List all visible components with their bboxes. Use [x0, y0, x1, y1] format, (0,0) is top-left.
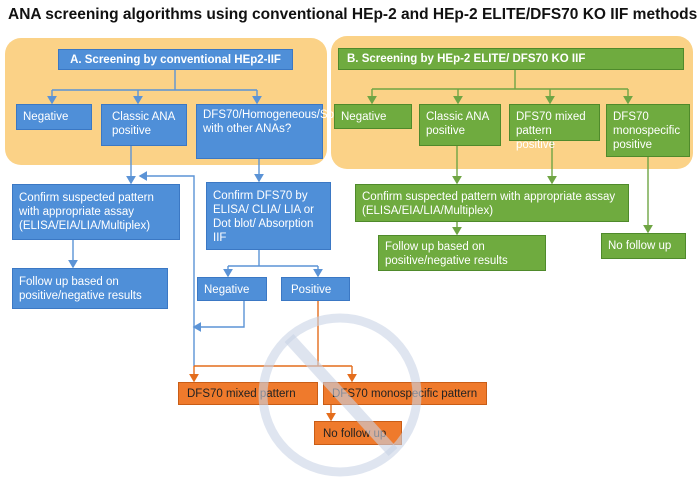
bottom-dfs70-mixed-pattern: DFS70 mixed pattern	[178, 382, 318, 405]
panel-a-sub-negative: Negative	[197, 277, 267, 301]
panel-b-no-follow-up: No follow up	[601, 233, 686, 259]
panel-a-confirm-pattern: Confirm suspected pattern with appropria…	[12, 184, 180, 240]
panel-b-confirm-pattern: Confirm suspected pattern with appropria…	[355, 184, 629, 222]
panel-b-classic-ana: Classic ANA positive	[419, 104, 501, 146]
bottom-no-follow-up: No follow up	[314, 421, 402, 445]
panel-b-follow-up: Follow up based on positive/negative res…	[378, 235, 546, 271]
edge-a-sub-negative-loop	[192, 301, 245, 332]
panel-b-dfs70-mono: DFS70 monospecific positive	[606, 104, 690, 157]
page-title: ANA screening algorithms using conventio…	[8, 6, 698, 23]
panel-a-header: A. Screening by conventional HEp2-IIF	[58, 49, 293, 70]
panel-b-negative: Negative	[334, 104, 412, 129]
panel-a-negative: Negative	[16, 104, 92, 130]
panel-a-dfs70-question: DFS70/Homogeneous/Speckled/Mixed with ot…	[196, 104, 401, 159]
panel-a-follow-up: Follow up based on positive/negative res…	[12, 268, 168, 309]
edge-a-loop-back	[138, 171, 195, 366]
panel-b-header: B. Screening by HEp-2 ELITE/ DFS70 KO II…	[338, 48, 684, 70]
panel-a-classic-ana: Classic ANA positive	[101, 104, 187, 146]
panel-a-confirm-dfs70: Confirm DFS70 by ELISA/ CLIA/ LIA or Dot…	[206, 182, 331, 250]
panel-a-sub-positive: Positive	[281, 277, 350, 301]
bottom-dfs70-mono-pattern: DFS70 monospecific pattern	[323, 382, 487, 405]
panel-b-dfs70-mixed: DFS70 mixed pattern positive	[509, 104, 600, 151]
